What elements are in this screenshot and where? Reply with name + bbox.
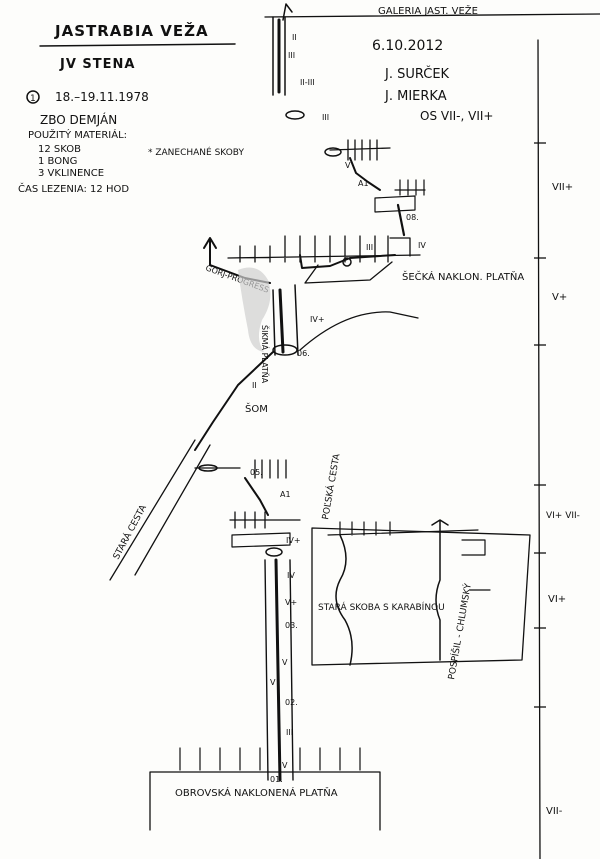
gorj-arrow <box>203 237 217 249</box>
roof-block <box>374 195 416 213</box>
belay-mark-2 <box>198 464 218 472</box>
material-title: POUŽITÝ MATERIÁL: <box>28 128 127 141</box>
grade-iii-low: III <box>286 728 293 737</box>
lower-route-line <box>274 558 282 782</box>
grade-iv-low: IV <box>287 571 295 580</box>
upper-grade-4: III <box>322 113 329 122</box>
grade-iv-plus-2: IV+ <box>286 536 301 545</box>
grade-a1-2: A1 <box>280 490 291 499</box>
route-segment-3 <box>244 477 269 516</box>
material-item-1: 12 SKOB <box>38 144 81 155</box>
route-number-circle <box>26 90 40 104</box>
climber-1: J. SURČEK <box>384 66 450 82</box>
ledge-1 <box>329 139 391 161</box>
belay-mark-1 <box>324 147 342 157</box>
grade-va: V <box>282 761 288 770</box>
route-number: 1 <box>30 94 36 104</box>
som-label: ŠOM <box>245 402 268 415</box>
topo-subtitle: JV STENA <box>59 57 135 72</box>
lower-chimney <box>264 559 294 781</box>
middle-chimney <box>272 284 299 356</box>
base-slab <box>149 771 381 831</box>
climber-2: J. MIERKA <box>384 89 447 104</box>
grade-v-ii: V <box>270 678 276 687</box>
upper-grade-3: II-III <box>300 78 315 87</box>
side-routes-box <box>311 527 531 666</box>
box-ledge <box>327 521 479 536</box>
material-note: * ZANECHANÉ SKOBY <box>148 146 244 158</box>
belay-block <box>389 237 411 257</box>
scale-label-4: VI+ <box>548 594 566 605</box>
obrovska-label: OBROVSKÁ NAKLONENÁ PLATŇA <box>175 786 338 799</box>
grade-iv-top: IV <box>418 241 426 250</box>
grade-iv-plus: IV+ <box>310 315 325 324</box>
stara-cesta-label: STARÁ CESTA <box>110 502 149 562</box>
belay-06: 06. <box>297 349 310 358</box>
belay-08: 08. <box>406 213 419 222</box>
topo-title: JASTRABIA VEŽA <box>54 21 209 40</box>
polska-cesta-label: POĽSKÁ CESTA <box>319 452 343 521</box>
traverse-line <box>299 254 396 269</box>
grade-v: V <box>345 161 351 170</box>
material-item-3: 3 VKLINENCE <box>38 168 104 179</box>
tecka-label: ŠEČKÁ NAKLON. PLATŇA <box>402 270 524 283</box>
belay-ring <box>342 257 352 267</box>
middle-traverse-ledge <box>194 459 287 479</box>
grade-vplus: V+ <box>285 598 297 607</box>
sikma-platna-label: ŠIKMÁ PLATŇA <box>260 325 271 384</box>
upper-belay <box>285 110 305 120</box>
upper-chimney <box>272 16 286 96</box>
belay-06-mark <box>272 344 298 356</box>
lower-block <box>231 532 291 548</box>
belay-05: 05. <box>250 468 263 477</box>
grade-iii-mid: III <box>366 243 373 252</box>
top-ridge-line <box>264 13 600 18</box>
lower-roof <box>229 511 301 529</box>
belay-03: 03. <box>285 621 298 630</box>
base-ticks <box>179 747 361 771</box>
material-item-2: 1 BONG <box>38 156 77 167</box>
ascent-date: 6.10.2012 <box>372 38 443 54</box>
scale-label-2: V+ <box>552 292 567 303</box>
grade-v-low: V <box>282 658 288 667</box>
scale-label-1: VII+ <box>552 182 573 193</box>
route-segment-1 <box>349 157 381 191</box>
stara-cesta-lines <box>109 439 211 581</box>
pospisil-route-line <box>431 519 449 661</box>
title-underline <box>39 43 236 47</box>
grade-ii-a: II <box>252 381 257 390</box>
box-features <box>461 539 491 591</box>
belay-04-mark <box>265 547 283 557</box>
fa-names: ZBO DEMJÁN <box>40 112 117 127</box>
upper-grade-1: II <box>292 33 297 42</box>
route-diagonal <box>194 351 274 451</box>
middle-ledges <box>227 235 421 263</box>
climb-time: ČAS LEZENIA: 12 HOD <box>18 182 129 195</box>
scale-ticks <box>534 142 546 708</box>
fa-dates: 18.–19.11.1978 <box>55 90 149 104</box>
grade-a1-1: A1 <box>358 179 369 188</box>
ledge-2 <box>394 179 426 196</box>
slab-outline <box>304 261 393 284</box>
scale-label-5: VII- <box>546 806 563 817</box>
scale-axis <box>537 39 541 859</box>
belay-02: 02. <box>285 698 298 707</box>
middle-route-line <box>278 288 285 354</box>
belay-01: 01. <box>270 775 283 784</box>
ascent-grade: OS VII-, VII+ <box>420 109 493 123</box>
stara-skoba-label: STARÁ SKOBA S KARABÍNOU <box>318 601 445 613</box>
gorj-shaded-area <box>238 267 271 352</box>
pospisil-label: POSPÍŠIL - CHLUMSKÝ <box>445 582 474 681</box>
route-segment-2 <box>396 203 406 237</box>
polska-route-line <box>335 534 353 666</box>
scale-label-3: VI+ VII- <box>546 511 580 521</box>
exit-arrow <box>282 3 293 21</box>
upper-grade-2: III <box>288 51 295 60</box>
top-galleria-label: GALERIA JAST. VEŽE <box>378 4 478 17</box>
ridge-arc <box>299 311 419 351</box>
